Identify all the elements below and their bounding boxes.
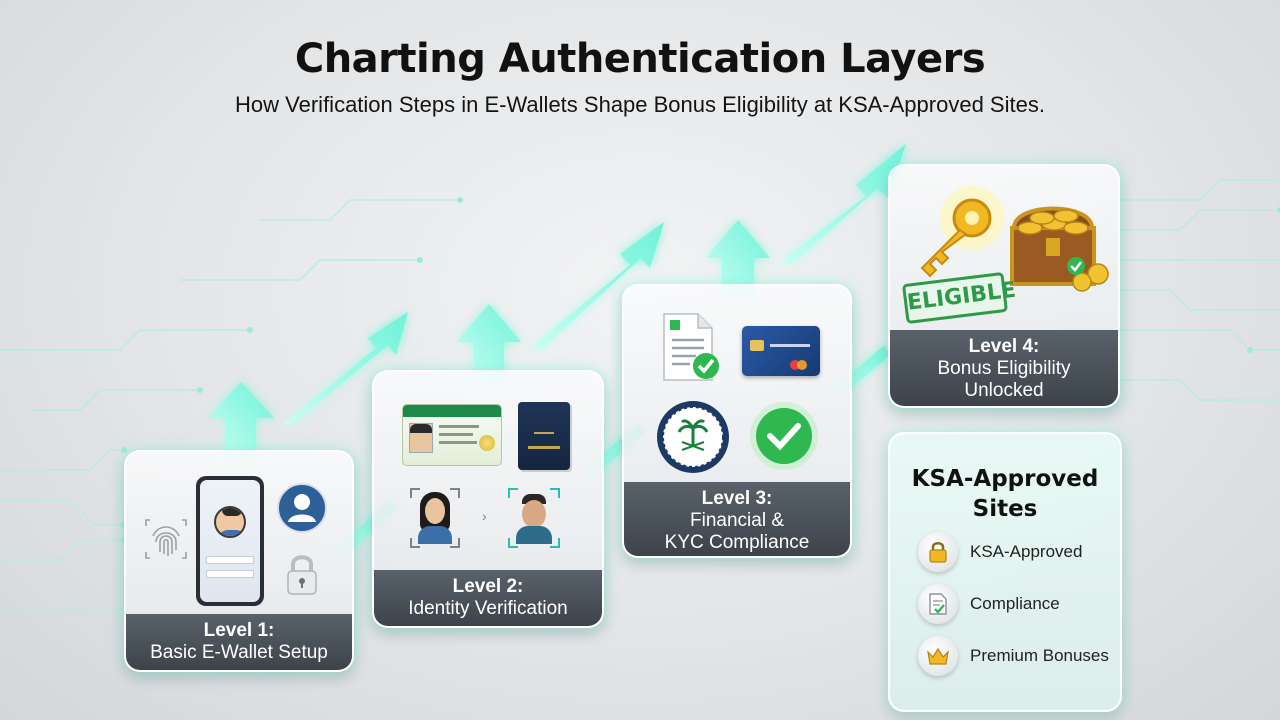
- site-item-compliance: Compliance: [918, 584, 1118, 624]
- level-4-number: Level 4:: [968, 336, 1040, 357]
- level-3-number: Level 3:: [701, 488, 773, 509]
- level-1-number: Level 1:: [203, 620, 275, 641]
- sites-title-line-1: KSA-Approved: [911, 466, 1099, 492]
- ksa-approved-sites-panel: KSA-Approved Sites KSA-Approved Complian…: [888, 432, 1122, 712]
- document-check-icon: [663, 313, 719, 381]
- level-3-card: Level 3: Financial & KYC Compliance: [622, 284, 852, 558]
- level-1-card: Level 1: Basic E-Wallet Setup: [124, 450, 354, 672]
- eligible-stamp-text: ELIGIBLE: [905, 277, 1018, 316]
- site-item-label: KSA-Approved: [970, 542, 1083, 561]
- user-photo-icon: [214, 506, 246, 538]
- crown-icon: [918, 636, 958, 676]
- level-1-label: Level 1: Basic E-Wallet Setup: [126, 614, 352, 670]
- id-card-icon: [402, 404, 502, 466]
- sites-title-line-2: Sites: [972, 496, 1038, 522]
- golden-key-icon: [920, 186, 1004, 278]
- credit-card-icon: [742, 326, 820, 376]
- level-2-label: Level 2: Identity Verification: [374, 570, 602, 626]
- ksa-approved-seal-icon: [657, 401, 729, 473]
- level-1-description: Basic E-Wallet Setup: [150, 642, 328, 663]
- level-3-description-line-1: Financial &: [690, 510, 784, 531]
- page-title: Charting Authentication Layers: [294, 36, 986, 82]
- sites-panel-title: KSA-Approved Sites: [890, 464, 1120, 524]
- level-4-description-line-1: Bonus Eligibility: [937, 358, 1071, 379]
- fingerprint-icon: [145, 519, 187, 559]
- site-item-premium-bonuses: Premium Bonuses: [918, 636, 1118, 676]
- level-2-number: Level 2:: [452, 576, 524, 597]
- site-item-ksa-approved: KSA-Approved: [918, 532, 1118, 572]
- level-2-description: Identity Verification: [408, 598, 568, 619]
- level-3-description-line-2: KYC Compliance: [664, 532, 810, 553]
- level-2-card: › Level 2: Identity Verification: [372, 370, 604, 628]
- phone-illustration: [196, 476, 264, 606]
- lock-icon: [918, 532, 958, 572]
- face-scan-man-icon: [508, 488, 560, 548]
- site-item-label: Compliance: [970, 594, 1060, 613]
- treasure-chest-icon: [1010, 206, 1109, 292]
- level-3-label: Level 3: Financial & KYC Compliance: [624, 482, 850, 556]
- page-subtitle: How Verification Steps in E-Wallets Shap…: [235, 92, 1045, 117]
- padlock-icon: [287, 555, 317, 595]
- passport-icon: [518, 402, 570, 470]
- user-profile-icon: [277, 483, 327, 533]
- level-4-description-line-2: Unlocked: [964, 380, 1044, 401]
- face-scan-woman-icon: [410, 488, 460, 548]
- chevron-right-icon: ›: [482, 508, 487, 524]
- site-item-label: Premium Bonuses: [970, 646, 1109, 665]
- document-check-icon: [918, 584, 958, 624]
- level-4-label: Level 4: Bonus Eligibility Unlocked: [890, 330, 1118, 406]
- green-check-icon: [750, 402, 818, 470]
- level-4-card: ELIGIBLE Level 4: Bonus Eligibility Unlo…: [888, 164, 1120, 408]
